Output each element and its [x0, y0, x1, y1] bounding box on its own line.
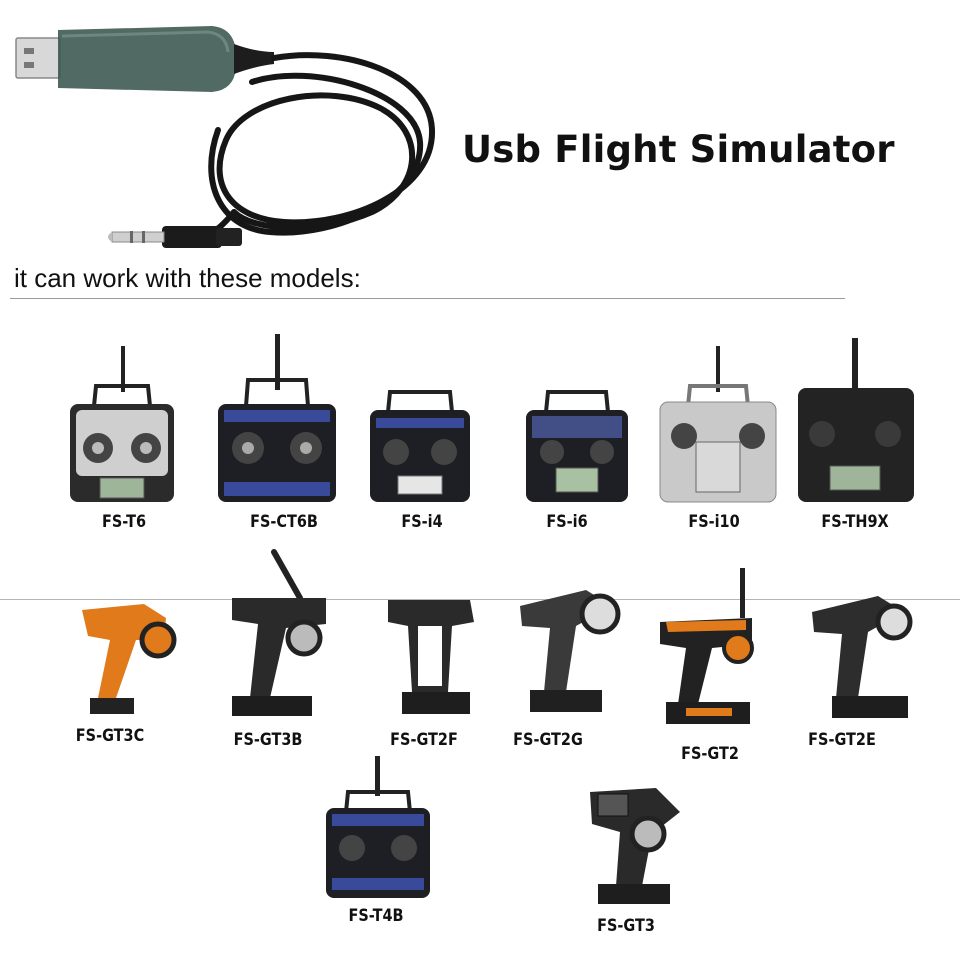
model-label-fs-gt3b: FS-GT3B: [233, 730, 303, 750]
subtitle-underline: [10, 298, 845, 299]
transmitter-fs-gt2: [656, 566, 760, 730]
model-label-fs-th9x: FS-TH9X: [821, 512, 889, 532]
row-separator: [0, 599, 960, 600]
transmitter-fs-gt2f: [382, 592, 478, 718]
model-label-fs-gt2g: FS-GT2G: [513, 730, 583, 750]
transmitter-fs-gt3: [586, 782, 694, 908]
model-label-fs-gt3c: FS-GT3C: [75, 726, 145, 746]
model-label-fs-i4: FS-i4: [401, 512, 443, 532]
model-label-fs-t4b: FS-T4B: [348, 906, 404, 926]
transmitter-fs-i4: [368, 390, 472, 504]
transmitter-fs-gt2e: [808, 582, 914, 722]
transmitter-fs-th9x: [796, 338, 916, 504]
compatibility-subtitle: it can work with these models:: [14, 263, 361, 293]
transmitter-fs-i10: [658, 344, 778, 504]
transmitter-fs-gt2g: [516, 576, 622, 718]
model-label-fs-gt3: FS-GT3: [597, 916, 655, 936]
transmitter-fs-gt3c: [78, 600, 182, 718]
transmitter-fs-gt3b: [228, 548, 332, 720]
model-label-fs-t6: FS-T6: [101, 512, 147, 532]
transmitter-fs-ct6b: [216, 334, 338, 504]
model-label-fs-gt2e: FS-GT2E: [808, 730, 876, 750]
transmitter-fs-i6: [524, 390, 630, 504]
model-label-fs-ct6b: FS-CT6B: [250, 512, 318, 532]
usb-simulator-cable: [12, 12, 452, 262]
model-label-fs-i6: FS-i6: [546, 512, 588, 532]
transmitter-fs-t6: [66, 344, 178, 504]
model-label-fs-gt2f: FS-GT2F: [390, 730, 458, 750]
transmitter-fs-t4b: [324, 756, 432, 900]
page-title: Usb Flight Simulator: [462, 128, 895, 171]
model-label-fs-i10: FS-i10: [688, 512, 740, 532]
model-label-fs-gt2: FS-GT2: [681, 744, 739, 764]
